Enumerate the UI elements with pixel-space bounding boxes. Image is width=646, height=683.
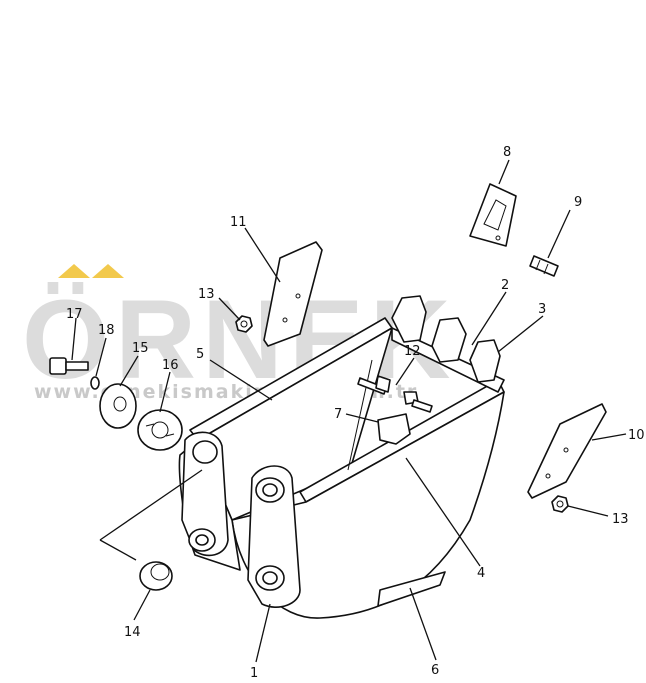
washer-18: [90, 376, 100, 390]
callout-9: 9: [574, 195, 582, 210]
callout-5: 5: [196, 347, 204, 362]
callout-10: 10: [628, 428, 645, 443]
callout-16: 16: [162, 358, 179, 373]
watermark-accent-shape: [58, 264, 90, 278]
callout-7: 7: [334, 407, 342, 422]
callout-13-right: 13: [612, 512, 629, 527]
nut-right: [551, 495, 569, 513]
bushing-14: [139, 561, 173, 591]
bolt-17: [49, 357, 89, 375]
side-cutter-left: [263, 241, 323, 347]
bolts: [357, 375, 433, 413]
callout-labels: 8 9 2 3 11 13 5 12 7 10 13 4 6 1 14 17 1…: [66, 145, 645, 681]
leader-lines: [71, 159, 627, 663]
callout-13-left: 13: [198, 287, 215, 302]
callout-6: 6: [431, 663, 439, 678]
callout-11: 11: [230, 215, 247, 230]
liner-plate: [377, 413, 411, 445]
callout-3: 3: [538, 302, 546, 317]
callout-4: 4: [477, 566, 485, 581]
callout-18: 18: [98, 323, 115, 338]
callout-1: 1: [250, 666, 258, 678]
callout-17: 17: [66, 307, 83, 322]
mounting-bracket: [181, 431, 301, 608]
collar-16: [137, 409, 183, 451]
tooth-point: [469, 183, 517, 247]
callout-14: 14: [124, 625, 141, 640]
watermark-accent-shape: [92, 264, 124, 278]
callout-15: 15: [132, 341, 149, 356]
callout-2: 2: [501, 278, 509, 293]
tooth-pin: [529, 255, 559, 277]
callout-8: 8: [503, 145, 511, 160]
shim-15: [99, 383, 137, 429]
tooth-adapters: [391, 295, 501, 383]
callout-12: 12: [404, 344, 421, 359]
side-cutter-right: [527, 403, 607, 499]
